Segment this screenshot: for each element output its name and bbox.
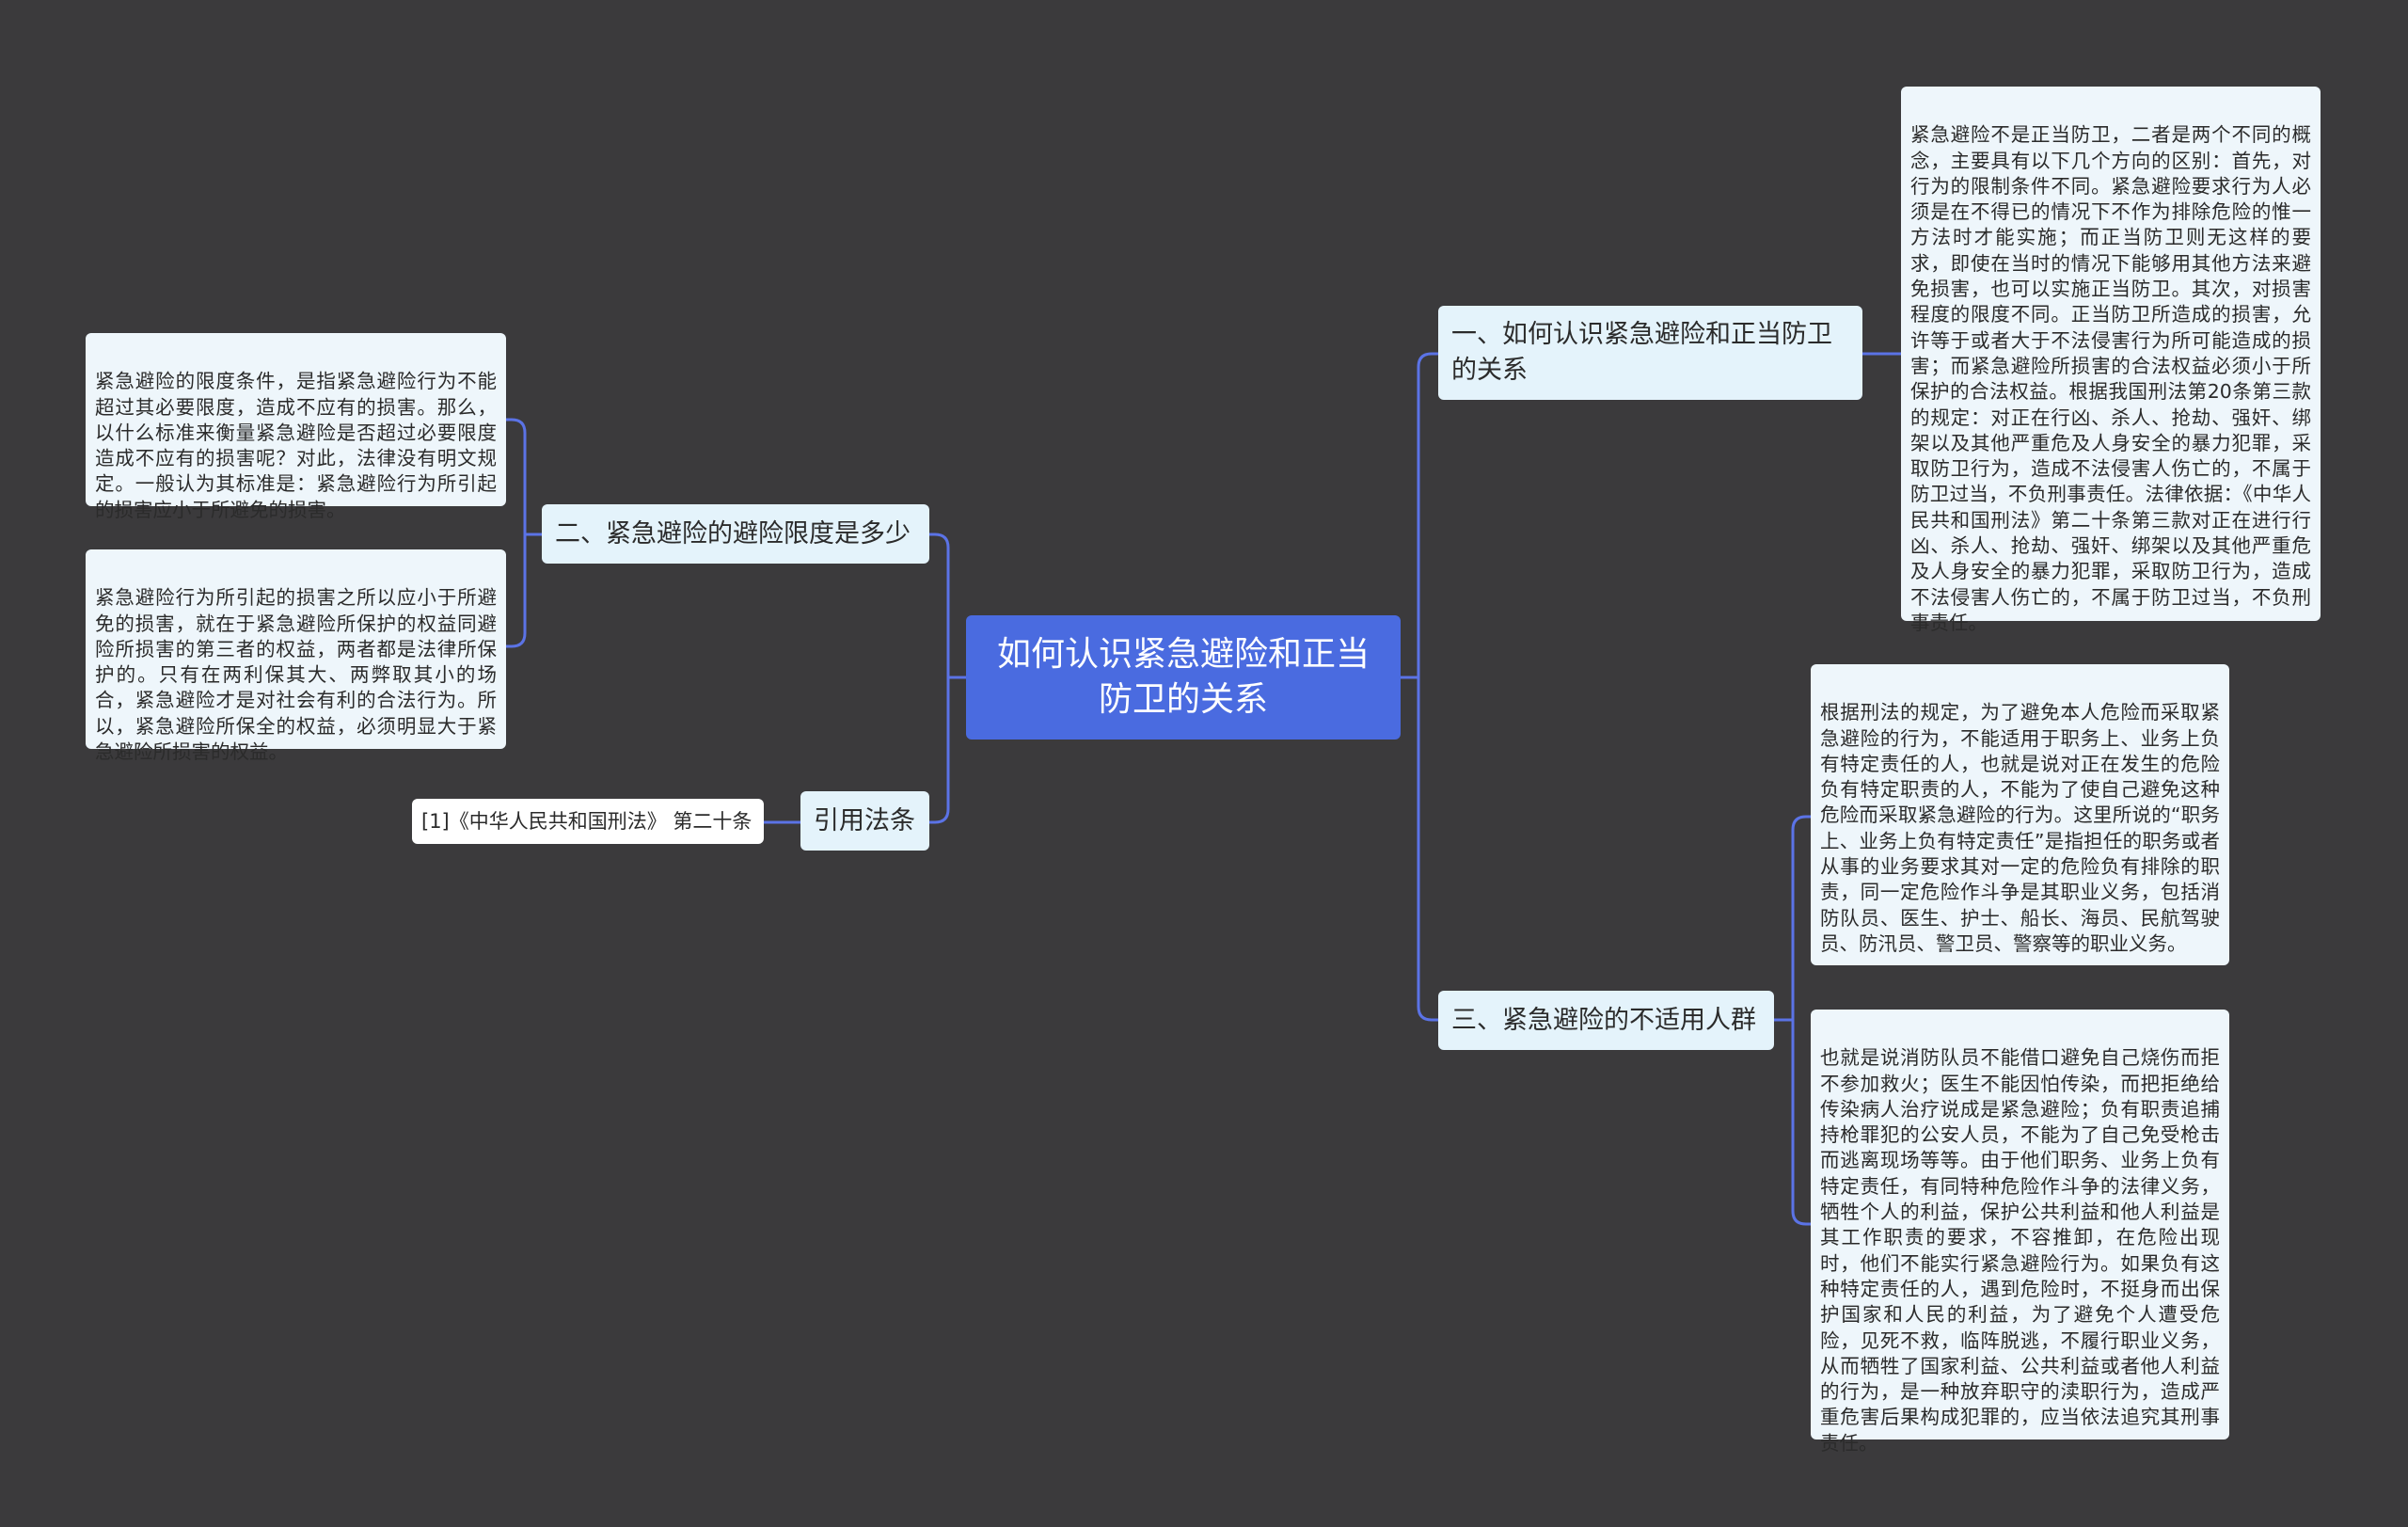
leaf-duty-example-label: 也就是说消防队员不能借口避免自己烧伤而拒不参加救火；医生不能因怕传染，而把拒绝给… [1820,1046,2220,1455]
branch-cited-law-label: 引用法条 [814,805,915,835]
link-root-b4 [929,677,950,824]
link-b2-l2 [506,418,542,536]
leaf-duty-holders-label: 根据刑法的规定，为了避免本人危险而采取紧急避险的行为，不能适用于职务上、业务上负… [1820,701,2220,955]
branch-not-applicable[interactable]: 三、紧急避险的不适用人群 [1438,991,1774,1050]
root-topic[interactable]: 如何认识紧急避险和正当防卫的关系 [966,615,1401,740]
law-reference-label: [1]《中华人民共和国刑法》 第二十条 [421,810,752,833]
link-root-b3 [1417,677,1438,1022]
leaf-difference-label: 紧急避险不是正当防卫，二者是两个不同的概念，主要具有以下几个方向的区别：首先，对… [1910,123,2311,634]
branch-limit[interactable]: 二、紧急避险的避险限度是多少 [542,504,929,564]
link-b2-l3 [506,534,527,648]
leaf-duty-example-text: 也就是说消防队员不能借口避免自己烧伤而拒不参加救火；医生不能因怕传染，而把拒绝给… [1811,1010,2229,1455]
leaf-limit-reason-text: 紧急避险行为所引起的损害之所以应小于所避免的损害，就在于紧急避险所保护的权益同避… [86,549,506,763]
root-topic-label: 如何认识紧急避险和正当防卫的关系 [996,635,1370,719]
leaf-limit-reason-label: 紧急避险行为所引起的损害之所以应小于所避免的损害，就在于紧急避险所保护的权益同避… [95,586,497,764]
branch-cited-law[interactable]: 引用法条 [800,791,929,851]
law-reference[interactable]: [1]《中华人民共和国刑法》 第二十条 [412,799,764,844]
link-root-b1 [1401,352,1438,679]
branch-limit-label: 二、紧急避险的避险限度是多少 [555,518,911,549]
branch-relationship-label: 一、如何认识紧急避险和正当防卫的关系 [1451,320,1832,385]
link-b3-l5 [1791,1020,1811,1226]
link-root-b2 [929,533,966,679]
leaf-limit-condition-text: 紧急避险的限度条件，是指紧急避险行为不能超过其必要限度，造成不应有的损害。那么，… [86,333,506,521]
leaf-duty-holders-text: 根据刑法的规定，为了避免本人危险而采取紧急避险的行为，不能适用于职务上、业务上负… [1811,664,2229,965]
link-b3-l4 [1774,815,1811,1022]
branch-relationship[interactable]: 一、如何认识紧急避险和正当防卫的关系 [1438,306,1862,400]
branch-not-applicable-label: 三、紧急避险的不适用人群 [1451,1005,1756,1035]
leaf-difference-text: 紧急避险不是正当防卫，二者是两个不同的概念，主要具有以下几个方向的区别：首先，对… [1901,87,2321,634]
leaf-limit-condition-label: 紧急避险的限度条件，是指紧急避险行为不能超过其必要限度，造成不应有的损害。那么，… [95,370,497,521]
